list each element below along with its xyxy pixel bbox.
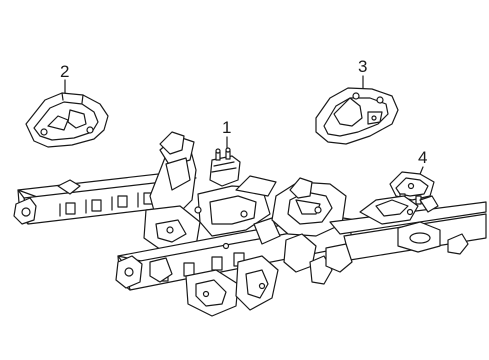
frame-assembly xyxy=(13,131,487,317)
callout-label-3: 3 xyxy=(358,57,367,76)
callout-label-2: 2 xyxy=(60,62,69,81)
left-engine-mount xyxy=(25,92,109,148)
callout-label-1: 1 xyxy=(222,118,231,137)
callout-1: 1 xyxy=(222,118,231,153)
right-engine-mount xyxy=(315,87,399,145)
callout-2: 2 xyxy=(60,62,69,94)
callout-label-4: 4 xyxy=(418,148,427,167)
mount-bracket xyxy=(209,147,241,187)
callout-3: 3 xyxy=(358,57,367,93)
